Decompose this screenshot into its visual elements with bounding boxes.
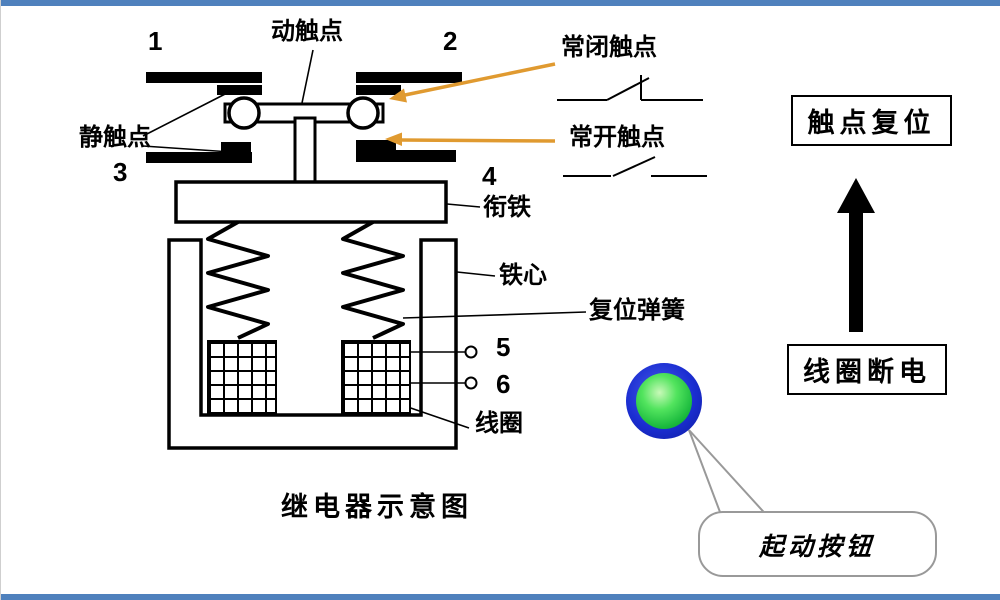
terminal-6-label: 6 — [496, 369, 511, 399]
reset-direction-arrow — [837, 178, 875, 332]
terminal-4-label: 4 — [482, 161, 497, 191]
fixed-contact-assembly-1 — [146, 72, 262, 95]
bottom-border-bar — [1, 594, 1000, 600]
leader-lines — [142, 49, 587, 429]
static-contact-label: 静触点 — [79, 124, 151, 151]
iron-core-label: 铁心 — [499, 262, 547, 289]
fixed-contact-assembly-4 — [356, 140, 456, 162]
terminal-6-dot — [464, 376, 478, 390]
reset-spring-right — [341, 220, 405, 340]
start-button-callout — [688, 429, 937, 577]
armature-label: 衔铁 — [483, 194, 531, 221]
no-contact-label: 常开触点 — [569, 124, 665, 151]
figure-title: 继电器示意图 — [281, 492, 473, 522]
coil-label: 线圈 — [475, 410, 523, 437]
coil-winding-left — [207, 340, 277, 414]
reset-spring-label: 复位弹簧 — [589, 297, 685, 324]
coil-deenergized-box: 线圈断电 — [787, 344, 947, 395]
fixed-contact-assembly-3 — [146, 142, 252, 163]
leader-moving-contact — [301, 49, 314, 104]
fixed-contact-assembly-2 — [356, 72, 462, 95]
moving-contact-point-left — [227, 96, 261, 130]
nc-contact-label: 常闭触点 — [561, 34, 657, 61]
top-border-bar — [1, 0, 1000, 6]
no-pointer-arrow — [385, 132, 556, 146]
leader-reset-spring — [402, 311, 587, 319]
armature-plate — [174, 180, 448, 224]
terminal-2-label: 2 — [443, 26, 458, 56]
start-button-face — [636, 373, 692, 429]
terminal-1-label: 1 — [148, 26, 163, 56]
leader-static-contact-lower — [142, 145, 232, 153]
moving-contact-point-right — [346, 96, 380, 130]
start-button-label: 起动按钮 — [758, 533, 875, 561]
leader-static-contact-upper — [142, 89, 234, 137]
iron-core-shape — [167, 238, 458, 450]
contact-reset-box: 触点复位 — [791, 95, 952, 146]
start-button[interactable] — [626, 363, 702, 439]
nc-pointer-arrow — [389, 62, 556, 103]
no-contact-symbol — [563, 156, 707, 177]
reset-spring-left — [206, 220, 270, 340]
moving-contact-stem — [293, 116, 317, 188]
terminal-5-dot — [464, 345, 478, 359]
leader-armature — [446, 203, 481, 208]
terminal-5-label: 5 — [496, 332, 511, 362]
moving-contact-label: 动触点 — [271, 18, 343, 45]
coil-winding-right — [341, 340, 411, 414]
terminal-3-label: 3 — [113, 157, 128, 187]
nc-contact-symbol — [557, 75, 703, 101]
leader-iron-core — [456, 271, 496, 277]
